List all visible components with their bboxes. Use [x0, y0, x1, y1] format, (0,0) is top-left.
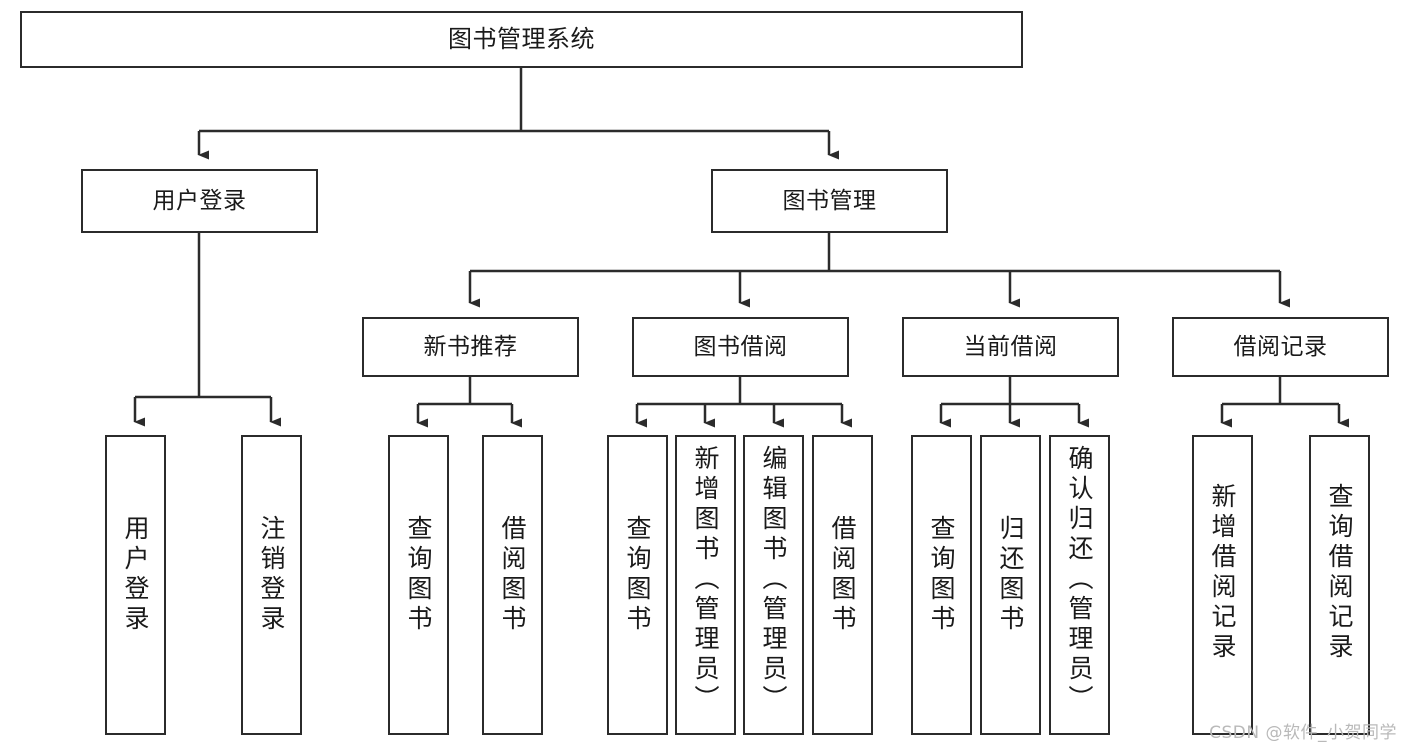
node-current-borrow-label: 当前借阅 — [963, 333, 1058, 360]
leaf-return-book[interactable]: 归还图书 — [980, 435, 1041, 735]
leaf-borrow-book-2[interactable]: 借阅图书 — [812, 435, 873, 735]
leaf-add-record[interactable]: 新增借阅记录 — [1192, 435, 1253, 735]
node-user-login[interactable]: 用户登录 — [81, 169, 318, 233]
node-book-borrow[interactable]: 图书借阅 — [632, 317, 849, 377]
leaf-user-login-label: 用户登录 — [121, 515, 150, 635]
node-borrow-record[interactable]: 借阅记录 — [1172, 317, 1389, 377]
leaf-query-book-3[interactable]: 查询图书 — [911, 435, 972, 735]
leaf-confirm-return[interactable]: 确认归还（管理员） — [1049, 435, 1110, 735]
leaf-edit-book-label: 编辑图书（管理员） — [759, 445, 788, 715]
leaf-add-record-label: 新增借阅记录 — [1208, 483, 1237, 663]
leaf-return-book-label: 归还图书 — [996, 515, 1025, 635]
node-new-book-rec-label: 新书推荐 — [423, 333, 518, 360]
leaf-query-record-label: 查询借阅记录 — [1325, 483, 1354, 663]
leaf-query-book-2[interactable]: 查询图书 — [607, 435, 668, 735]
leaf-logout[interactable]: 注销登录 — [241, 435, 302, 735]
node-borrow-record-label: 借阅记录 — [1233, 333, 1328, 360]
node-root[interactable]: 图书管理系统 — [20, 11, 1023, 68]
node-current-borrow[interactable]: 当前借阅 — [902, 317, 1119, 377]
leaf-confirm-return-label: 确认归还（管理员） — [1065, 445, 1094, 715]
leaf-query-book-1[interactable]: 查询图书 — [388, 435, 449, 735]
node-root-label: 图书管理系统 — [448, 24, 595, 53]
leaf-logout-label: 注销登录 — [257, 515, 286, 635]
node-book-manage-label: 图书管理 — [782, 187, 877, 214]
leaf-borrow-book-1-label: 借阅图书 — [498, 515, 527, 635]
leaf-edit-book[interactable]: 编辑图书（管理员） — [743, 435, 804, 735]
node-new-book-rec[interactable]: 新书推荐 — [362, 317, 579, 377]
leaf-query-book-2-label: 查询图书 — [623, 515, 652, 635]
node-user-login-label: 用户登录 — [152, 187, 247, 214]
leaf-query-book-1-label: 查询图书 — [404, 515, 433, 635]
leaf-query-record[interactable]: 查询借阅记录 — [1309, 435, 1370, 735]
leaf-user-login[interactable]: 用户登录 — [105, 435, 166, 735]
leaf-borrow-book-1[interactable]: 借阅图书 — [482, 435, 543, 735]
node-book-manage[interactable]: 图书管理 — [711, 169, 948, 233]
leaf-add-book[interactable]: 新增图书（管理员） — [675, 435, 736, 735]
leaf-add-book-label: 新增图书（管理员） — [691, 445, 720, 715]
node-book-borrow-label: 图书借阅 — [693, 333, 788, 360]
leaf-borrow-book-2-label: 借阅图书 — [828, 515, 857, 635]
csdn-watermark: CSDN @软件_小贺同学 — [1209, 723, 1397, 743]
leaf-query-book-3-label: 查询图书 — [927, 515, 956, 635]
